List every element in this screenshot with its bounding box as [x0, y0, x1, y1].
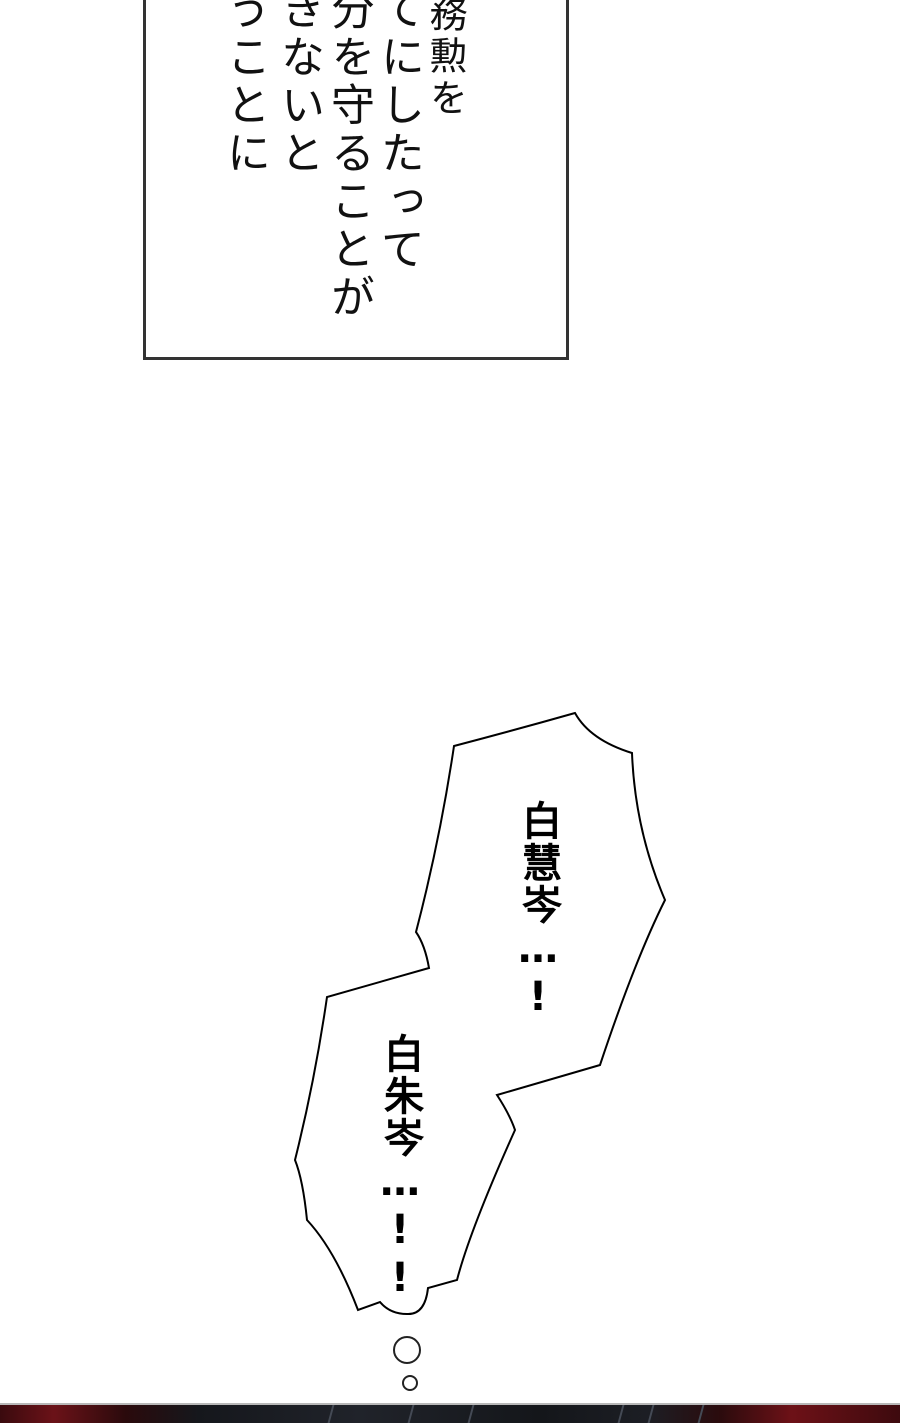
narration-box: [143, 0, 569, 360]
narration-column-1: 務勲を: [423, 0, 467, 120]
narration-column-5: うことに: [219, 0, 270, 178]
hair-stroke: [327, 1405, 335, 1423]
hair-stroke: [407, 1405, 415, 1423]
thought-dot-large: [393, 1336, 421, 1364]
thought-line-1: 白慧岑…!: [515, 800, 561, 1022]
hair-stroke: [467, 1405, 475, 1423]
thought-dot-small: [402, 1375, 418, 1391]
hair-stroke: [647, 1405, 655, 1423]
hair-stroke: [617, 1405, 625, 1423]
narration-column-2: てにしたって: [373, 0, 424, 274]
narration-column-3: 分を守ることが: [323, 0, 374, 322]
thought-bubble-shape: [293, 711, 667, 1316]
narration-column-4: きないと: [273, 0, 324, 178]
hair-stroke: [697, 1405, 705, 1423]
next-panel-edge: [0, 1403, 900, 1423]
thought-line-2: 白朱岑…!!: [377, 1033, 423, 1303]
